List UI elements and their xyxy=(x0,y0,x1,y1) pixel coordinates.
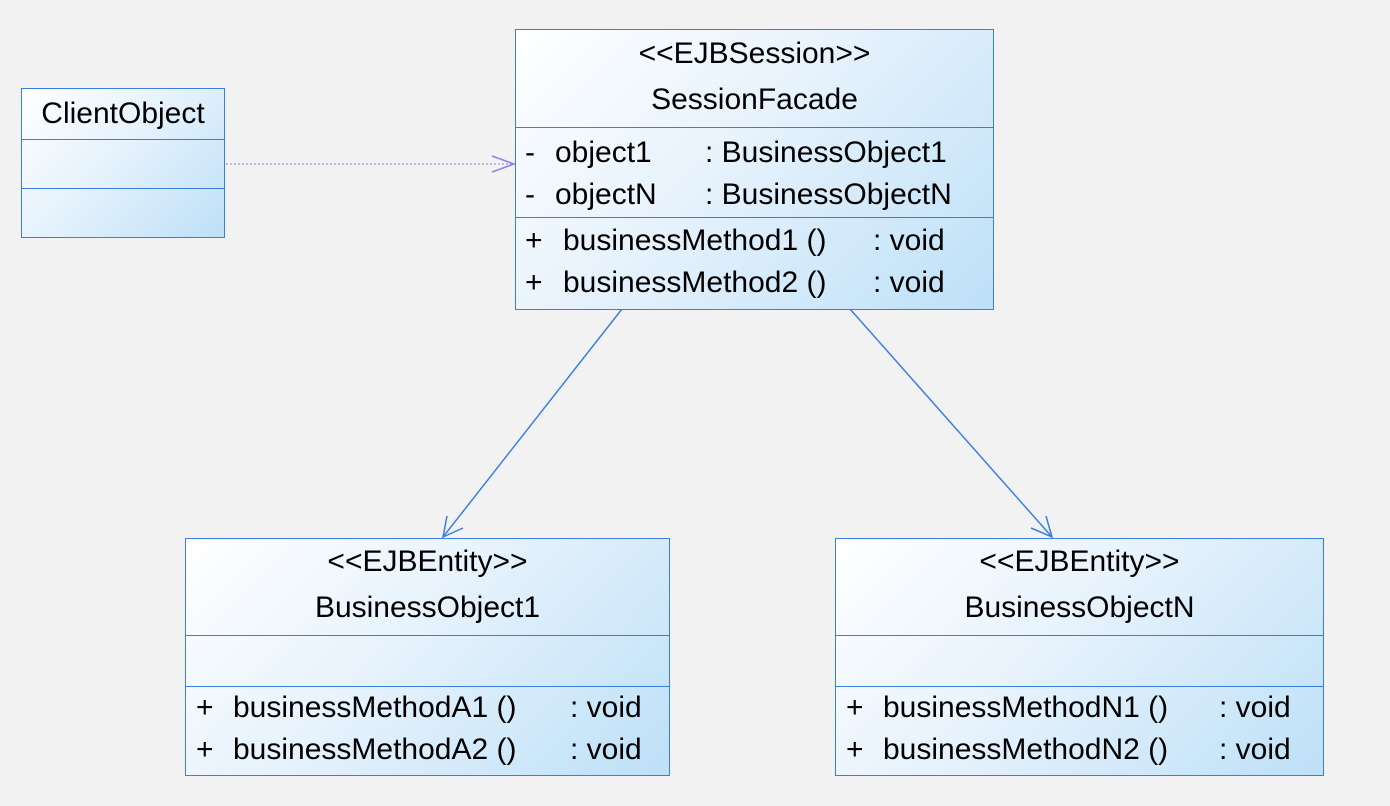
operation-return-type: : void xyxy=(1219,691,1291,724)
class-header: <<EJBSession>> SessionFacade xyxy=(516,30,993,128)
client-object-class[interactable]: ClientObject xyxy=(21,88,225,238)
operation-row: + businessMethod1 () : void xyxy=(525,220,993,262)
operation-return-type: : void xyxy=(873,224,945,257)
visibility-marker: - xyxy=(525,178,535,211)
attribute-type: : BusinessObjectN xyxy=(705,178,952,211)
operation-return-type: : void xyxy=(1219,733,1291,766)
association-facade-to-bo1[interactable] xyxy=(441,308,623,539)
attribute-name: objectN xyxy=(555,178,657,211)
attribute-name: object1 xyxy=(555,136,652,169)
operation-row: + businessMethodN2 () : void xyxy=(846,729,1323,771)
attributes-compartment xyxy=(186,636,669,687)
session-facade-class[interactable]: <<EJBSession>> SessionFacade - object1 :… xyxy=(515,29,994,310)
operation-signature: businessMethod1 () xyxy=(563,224,827,257)
visibility-marker: - xyxy=(525,136,535,169)
stereotype-label: <<EJBSession>> xyxy=(638,37,871,70)
visibility-marker: + xyxy=(846,691,864,724)
operation-row: + businessMethodA2 () : void xyxy=(196,729,669,771)
operation-signature: businessMethodA2 () xyxy=(233,733,517,766)
operations-compartment: + businessMethodA1 () : void + businessM… xyxy=(186,687,669,773)
visibility-marker: + xyxy=(525,266,543,299)
operation-signature: businessMethodN1 () xyxy=(883,691,1169,724)
association-facade-to-boN[interactable] xyxy=(849,308,1054,539)
operation-row: + businessMethodN1 () : void xyxy=(846,687,1323,729)
class-name: BusinessObject1 xyxy=(314,591,541,624)
operation-return-type: : void xyxy=(873,266,945,299)
operation-row: + businessMethodA1 () : void xyxy=(196,687,669,729)
attributes-compartment xyxy=(22,140,224,189)
operation-row: + businessMethod2 () : void xyxy=(525,262,993,304)
business-object-1-class[interactable]: <<EJBEntity>> BusinessObject1 + business… xyxy=(185,538,670,776)
class-name: ClientObject xyxy=(41,97,205,130)
attribute-type: : BusinessObject1 xyxy=(705,136,947,169)
attributes-compartment xyxy=(836,636,1323,687)
visibility-marker: + xyxy=(525,224,543,257)
class-name: SessionFacade xyxy=(651,83,858,116)
visibility-marker: + xyxy=(846,733,864,766)
operation-signature: businessMethodA1 () xyxy=(233,691,517,724)
operations-compartment: + businessMethodN1 () : void + businessM… xyxy=(836,687,1323,773)
visibility-marker: + xyxy=(196,691,214,724)
class-header: ClientObject xyxy=(22,89,224,140)
class-name: BusinessObjectN xyxy=(964,591,1195,624)
operation-return-type: : void xyxy=(570,691,642,724)
operations-compartment xyxy=(22,189,224,236)
business-object-n-class[interactable]: <<EJBEntity>> BusinessObjectN + business… xyxy=(835,538,1324,776)
operation-signature: businessMethodN2 () xyxy=(883,733,1169,766)
stereotype-label: <<EJBEntity>> xyxy=(327,545,528,578)
dependency-client-to-facade[interactable] xyxy=(226,155,517,173)
operation-signature: businessMethod2 () xyxy=(563,266,827,299)
class-header: <<EJBEntity>> BusinessObject1 xyxy=(186,539,669,636)
visibility-marker: + xyxy=(196,733,214,766)
attributes-compartment: - object1 : BusinessObject1 - objectN : … xyxy=(516,128,993,218)
operations-compartment: + businessMethod1 () : void + businessMe… xyxy=(516,218,993,308)
attribute-row: - object1 : BusinessObject1 xyxy=(525,132,993,174)
stereotype-label: <<EJBEntity>> xyxy=(979,545,1180,578)
attribute-row: - objectN : BusinessObjectN xyxy=(525,174,993,216)
class-header: <<EJBEntity>> BusinessObjectN xyxy=(836,539,1323,636)
operation-return-type: : void xyxy=(570,733,642,766)
